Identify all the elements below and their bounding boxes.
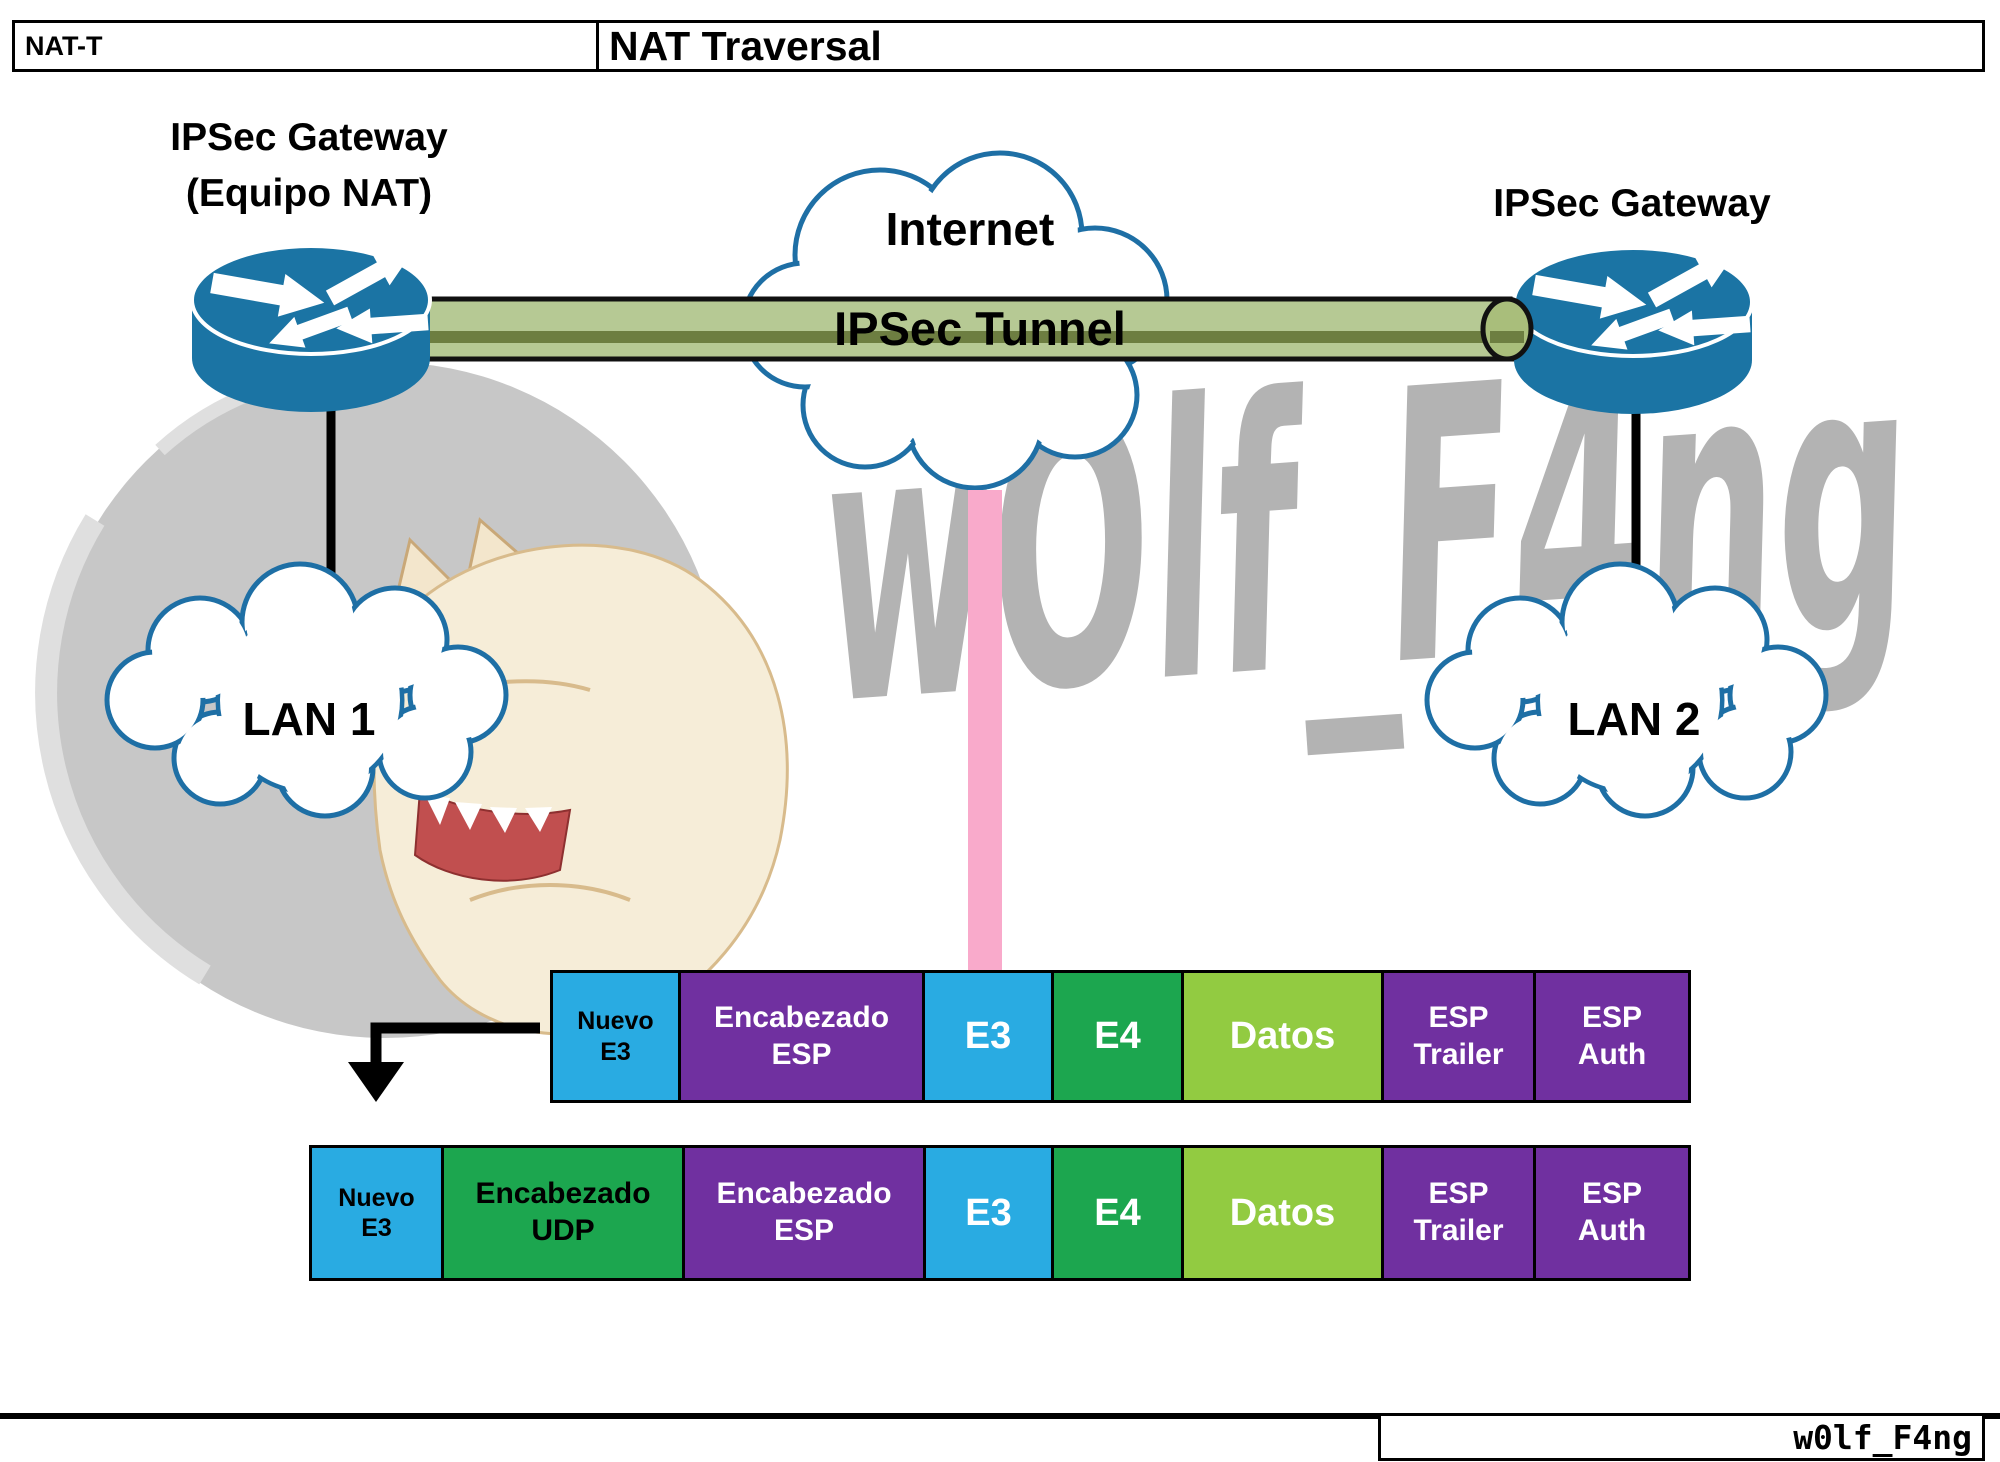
- ipsec-tunnel-label: IPSec Tunnel: [834, 302, 1126, 355]
- title-tag: NAT-T: [15, 23, 599, 69]
- tunnel-end-cap: [1480, 296, 1534, 362]
- gateway-left-label: IPSec Gateway (Equipo NAT): [94, 110, 524, 222]
- router-icon-gateway-right: [1514, 239, 1752, 414]
- router-icon-gateway-left: [192, 237, 430, 412]
- lan1-label: LAN 1: [242, 693, 376, 745]
- internet-label: Internet: [885, 203, 1055, 255]
- packet-cell-datos: Datos: [1181, 973, 1381, 1100]
- gateway-left-label-line1: IPSec Gateway: [170, 116, 448, 159]
- packet-cell-e3: E3: [922, 973, 1051, 1100]
- footer-rule: [0, 1413, 2000, 1419]
- lan2-label: LAN 2: [1567, 693, 1701, 745]
- signature-box: w0lf_F4ng: [1378, 1416, 1985, 1461]
- page-title: NAT Traversal: [609, 22, 882, 69]
- signature-text: w0lf_F4ng: [1793, 1417, 1972, 1457]
- encapsulation-arrow: [348, 1022, 540, 1102]
- packet-cell-datos: Datos: [1181, 1148, 1381, 1278]
- packet-cell-e3: E3: [923, 1148, 1051, 1278]
- gateway-left-label-line2: (Equipo NAT): [185, 172, 433, 215]
- packet-cell-e4: E4: [1051, 1148, 1181, 1278]
- gateway-right-label: IPSec Gateway: [1493, 182, 1771, 225]
- packet-cell-e4: E4: [1051, 973, 1181, 1100]
- title-bar: NAT-T NAT Traversal: [12, 20, 1985, 72]
- internet-cloud: [740, 150, 1170, 491]
- tunnel-to-packet-pointer: [968, 490, 1002, 972]
